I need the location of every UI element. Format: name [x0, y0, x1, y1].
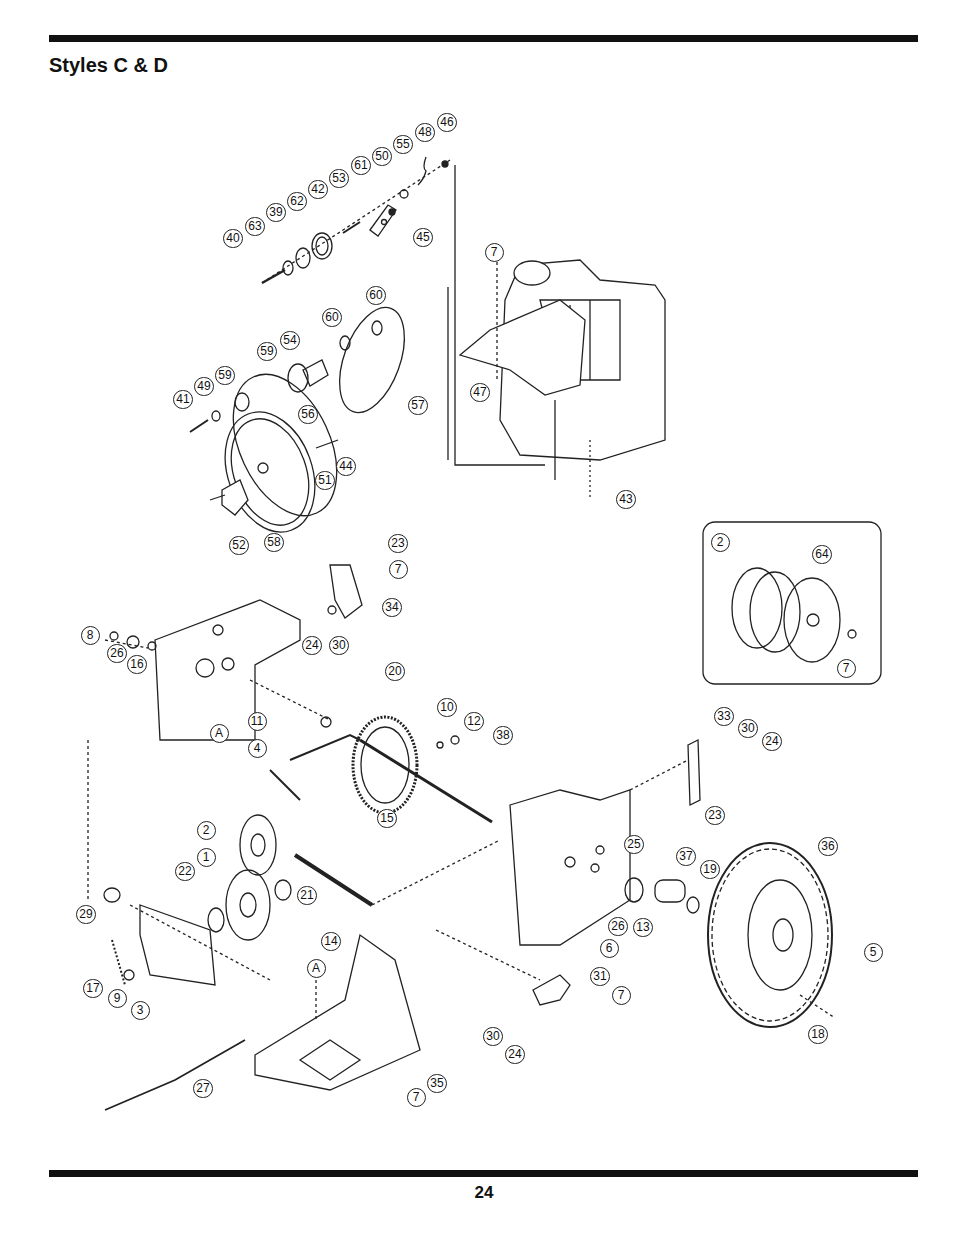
callout-number: 30	[738, 719, 757, 738]
callout-number: 40	[223, 229, 242, 248]
callout-number: 17	[83, 979, 102, 998]
callout-number: 53	[329, 169, 348, 188]
callout-number: 9	[108, 989, 127, 1008]
callout-number: 61	[351, 156, 370, 175]
callout-number: 20	[385, 662, 404, 681]
callout-number: 8	[81, 626, 100, 645]
callout-number: 26	[107, 644, 126, 663]
callout-number: 4	[248, 739, 267, 758]
callout-number: 46	[437, 113, 456, 132]
page-number: 24	[475, 1183, 494, 1203]
callout-number: 34	[382, 598, 401, 617]
callout-number: 52	[229, 536, 248, 555]
callout-number: 23	[705, 806, 724, 825]
callout-number: 43	[616, 490, 635, 509]
callout-number: A	[307, 959, 326, 978]
callout-number: 62	[287, 192, 306, 211]
callout-number: 37	[676, 847, 695, 866]
callout-number: 48	[415, 123, 434, 142]
callout-number: 26	[608, 917, 627, 936]
callout-number: 39	[266, 203, 285, 222]
callout-number: A	[210, 724, 229, 743]
callout-number: 30	[329, 636, 348, 655]
callout-number: 27	[193, 1079, 212, 1098]
callout-number: 5	[864, 943, 883, 962]
callout-number: 7	[837, 659, 856, 678]
callout-number: 15	[377, 809, 396, 828]
callout-number: 63	[245, 217, 264, 236]
callout-number: 2	[711, 533, 730, 552]
callout-number: 64	[812, 545, 831, 564]
callout-number: 7	[389, 560, 408, 579]
callout-number: 24	[505, 1045, 524, 1064]
callout-number: 60	[322, 308, 341, 327]
callout-number: 59	[215, 366, 234, 385]
callout-number: 1	[197, 848, 216, 867]
callout-number: 50	[372, 147, 391, 166]
callout-number: 25	[624, 835, 643, 854]
callout-number: 49	[194, 377, 213, 396]
callout-number: 13	[633, 918, 652, 937]
callout-number: 58	[264, 533, 283, 552]
callout-number: 18	[808, 1025, 827, 1044]
callout-number: 54	[280, 331, 299, 350]
callout-number: 12	[464, 712, 483, 731]
callout-number: 51	[315, 471, 334, 490]
callout-number: 16	[127, 655, 146, 674]
callout-number: 31	[590, 967, 609, 986]
callout-number: 57	[408, 396, 427, 415]
callout-number: 33	[714, 707, 733, 726]
callout-number: 35	[427, 1074, 446, 1093]
callout-number: 56	[298, 405, 317, 424]
callout-number: 55	[393, 135, 412, 154]
callout-number: 3	[131, 1001, 150, 1020]
callout-number: 36	[818, 837, 837, 856]
callout-number: 21	[297, 886, 316, 905]
callout-number: 11	[248, 712, 267, 731]
callout-number: 7	[407, 1088, 426, 1107]
callout-number: 14	[321, 932, 340, 951]
callout-number: 45	[413, 228, 432, 247]
callout-number: 42	[308, 180, 327, 199]
callout-number: 2	[197, 821, 216, 840]
callout-number: 44	[336, 457, 355, 476]
callout-number: 10	[437, 698, 456, 717]
callout-number: 22	[175, 862, 194, 881]
callout-number: 47	[470, 383, 489, 402]
callout-number: 7	[612, 986, 631, 1005]
callout-number: 24	[302, 636, 321, 655]
callout-number: 38	[493, 726, 512, 745]
callout-number: 24	[762, 732, 781, 751]
callout-number: 41	[173, 390, 192, 409]
callout-number: 59	[257, 342, 276, 361]
callout-number: 30	[483, 1027, 502, 1046]
callout-number: 23	[388, 534, 407, 553]
callout-number: 6	[600, 939, 619, 958]
callout-number: 7	[485, 243, 504, 262]
callout-number: 60	[366, 286, 385, 305]
callout-number: 19	[700, 860, 719, 879]
page-title: Styles C & D	[49, 54, 168, 77]
callout-number: 29	[76, 905, 95, 924]
